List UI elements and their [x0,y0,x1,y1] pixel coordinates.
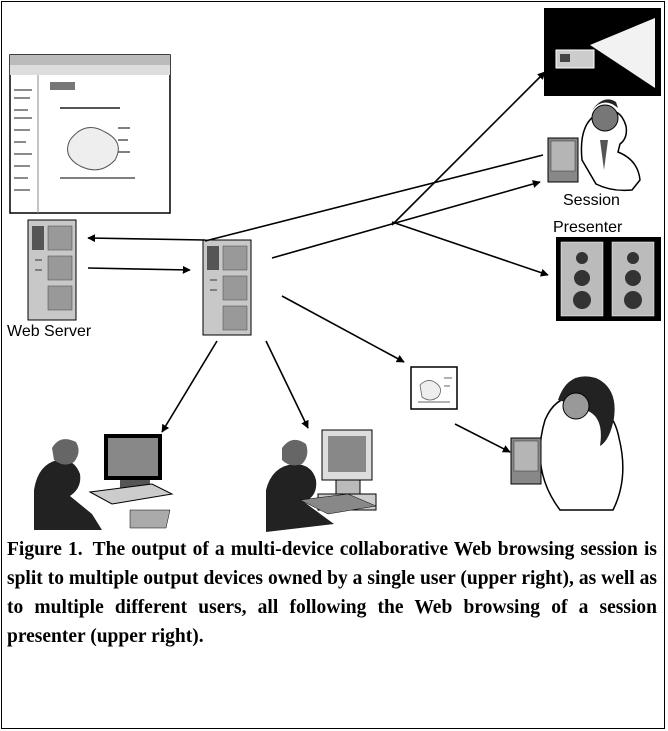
arrow-proxy-to-webserver [87,234,206,243]
browser-window-image [9,54,171,214]
arrow-to-speakers [391,221,549,277]
arrow-to-user-2 [265,340,309,429]
projector-icon [544,8,661,96]
line-presenter-to-proxy [204,154,544,242]
woman-with-pda-figure [510,376,624,511]
figure-caption: Figure 1.The output of a multi-device co… [7,535,657,651]
web-server-icon [27,219,77,321]
session-label: Session [563,192,620,209]
arrow-webserver-to-proxy [87,265,191,274]
figure-number: Figure 1. [7,539,83,560]
caption-text: The output of a multi-device collaborati… [7,539,658,647]
arrow-to-projector [391,71,546,226]
proxy-server-icon [202,239,252,336]
user-at-computer-figure-2 [266,429,377,532]
arrow-to-map-display [281,295,405,363]
small-map-display [410,366,458,410]
speakers-icon [556,237,661,321]
presenter-label: Presenter [553,219,623,236]
session-presenter-figure [547,99,641,192]
arrow-proxy-to-presenter-pda [271,180,541,259]
arrow-map-to-pda [454,423,511,453]
connection-arrows [87,71,549,453]
user-at-computer-figure-1 [34,434,174,530]
arrow-to-user-1 [161,340,218,433]
web-server-label: Web Server [7,323,92,340]
